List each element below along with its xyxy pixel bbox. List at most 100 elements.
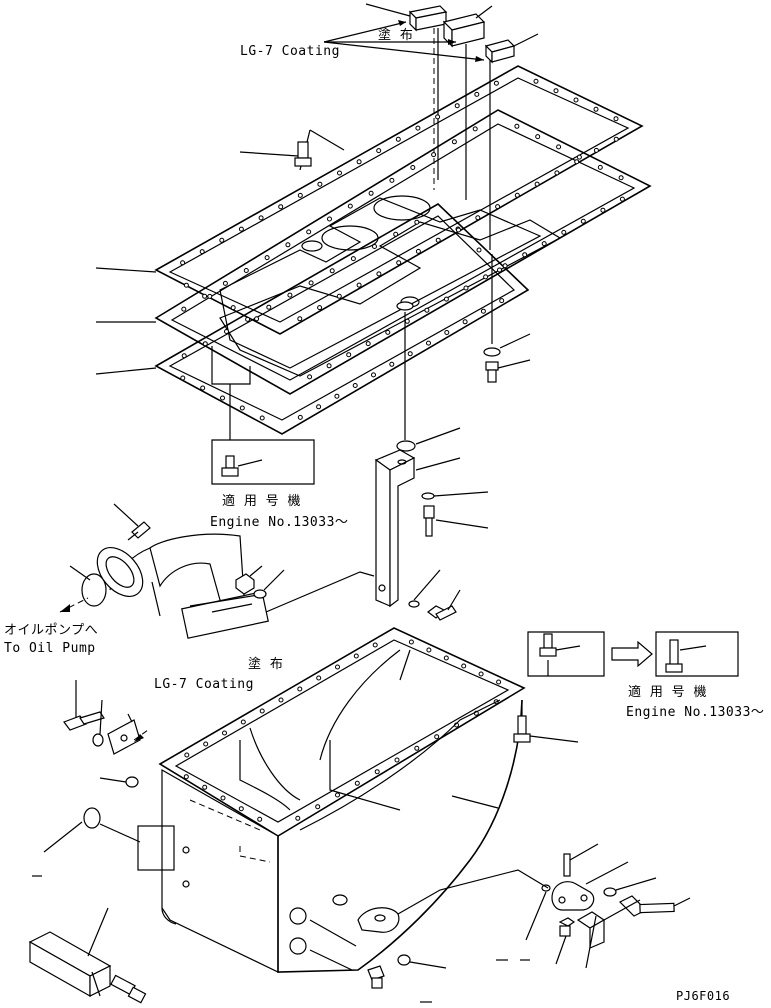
bolt-hole <box>243 268 249 273</box>
upper-plate <box>154 65 644 369</box>
bolt-hole <box>317 305 323 311</box>
bolt-hole <box>461 663 467 669</box>
bolt-hole <box>613 136 619 142</box>
bolt-hole <box>497 267 502 273</box>
bolt-hole <box>180 375 186 381</box>
bolt-hole <box>183 282 189 288</box>
bolt-hole <box>554 170 560 176</box>
leader-line <box>151 581 161 617</box>
bolt-hole <box>574 159 580 165</box>
bolt-hole <box>222 730 227 736</box>
oil-pump-label-en: To Oil Pump <box>4 641 96 656</box>
bolt-hole <box>376 271 382 277</box>
bolt-hole <box>202 293 208 299</box>
bolt-hole <box>495 204 501 210</box>
bolt-hole <box>454 103 460 109</box>
bolt-hole <box>414 745 420 751</box>
sealant-block-2 <box>442 13 486 48</box>
bolt-hole <box>472 126 478 132</box>
bolt-hole <box>335 664 340 670</box>
bolt-hole <box>435 114 441 120</box>
bolt-hole <box>334 393 340 399</box>
bolt-hole <box>426 647 432 653</box>
bolt-hole <box>483 274 489 280</box>
bolt-bracket-low <box>427 589 461 621</box>
bolt-hole <box>597 164 603 170</box>
bolt-hole <box>297 686 303 692</box>
bolt-hole <box>514 123 520 129</box>
bolt-hole <box>224 329 229 334</box>
bolt-hole <box>365 341 371 347</box>
bolt-top-left <box>239 141 312 167</box>
bolt-hole <box>385 329 391 335</box>
bolt-hole <box>462 319 468 325</box>
bolt-hole <box>308 280 314 286</box>
bolt-hole <box>408 639 414 645</box>
bolt-hole <box>434 734 440 740</box>
suction-pipe <box>96 533 269 639</box>
bolt-bottom <box>397 954 447 969</box>
bolt-hole <box>352 383 358 388</box>
leader-line <box>43 821 83 853</box>
engine-label-ja-left: 適 用 号 機 <box>222 493 301 509</box>
oil-pump-label-ja: オイルポンプへ <box>4 623 98 638</box>
washer-right <box>483 333 531 357</box>
bolt-hole <box>356 159 362 165</box>
bolt-hole <box>415 125 421 131</box>
bolt-hole <box>180 260 186 266</box>
coating-label-ja-mid: 塗 布 <box>248 656 283 672</box>
bolt-hole <box>239 405 245 411</box>
bolt-hole <box>580 218 586 224</box>
leader-line <box>451 795 499 809</box>
bolt-hole <box>200 385 206 391</box>
bolt-hole <box>297 192 303 198</box>
bolt-hole <box>389 361 395 367</box>
pipe-bracket <box>374 449 416 608</box>
alignment-line <box>265 571 375 613</box>
bolt-hole <box>561 229 567 235</box>
bolt-hole <box>316 675 322 681</box>
coating-arrow <box>133 729 149 741</box>
engine-box-left <box>211 346 315 485</box>
plug-front <box>83 807 141 843</box>
bolt-hole <box>336 293 342 299</box>
bolt-hole <box>278 204 284 210</box>
bolt-hole <box>346 352 352 358</box>
bolt-hole <box>317 181 323 187</box>
bolt-hole <box>347 203 353 209</box>
bolt-hole <box>393 231 399 237</box>
bolt-hole <box>573 97 579 103</box>
sealant-block-3 <box>484 39 516 64</box>
bolt-hole <box>541 241 547 247</box>
bolt-hole <box>474 91 480 97</box>
bolt-hole <box>426 340 431 346</box>
nut-pipe <box>235 565 263 595</box>
leader-line <box>415 457 461 471</box>
bolt-hole <box>238 226 244 232</box>
leader-line <box>513 33 539 47</box>
bolt-hole <box>219 237 225 243</box>
bolt-hole <box>553 88 559 94</box>
bolt-hole <box>451 139 457 145</box>
cover-plate <box>107 713 141 755</box>
bolt-hole <box>514 192 520 198</box>
engine-box-new <box>655 631 739 677</box>
bolt-hole <box>220 795 226 801</box>
washer-bracket <box>396 427 461 452</box>
lower-gasket <box>154 203 530 435</box>
bolt-hole <box>593 106 599 112</box>
bolt-hole <box>493 80 499 86</box>
leader-line <box>365 3 411 17</box>
bolt-hole <box>199 249 205 255</box>
bolt-hole <box>443 296 449 302</box>
bolt-hole <box>372 244 377 249</box>
coating-label-ja-top: 塗 布 <box>378 27 413 43</box>
bolt-hole <box>306 229 312 235</box>
bolt-hole <box>202 341 208 347</box>
oil-pan <box>158 627 526 973</box>
bolt-hole <box>371 372 376 378</box>
bolt-hole <box>478 671 484 677</box>
bolt-hole <box>556 144 562 150</box>
bolt-hole <box>257 816 263 822</box>
